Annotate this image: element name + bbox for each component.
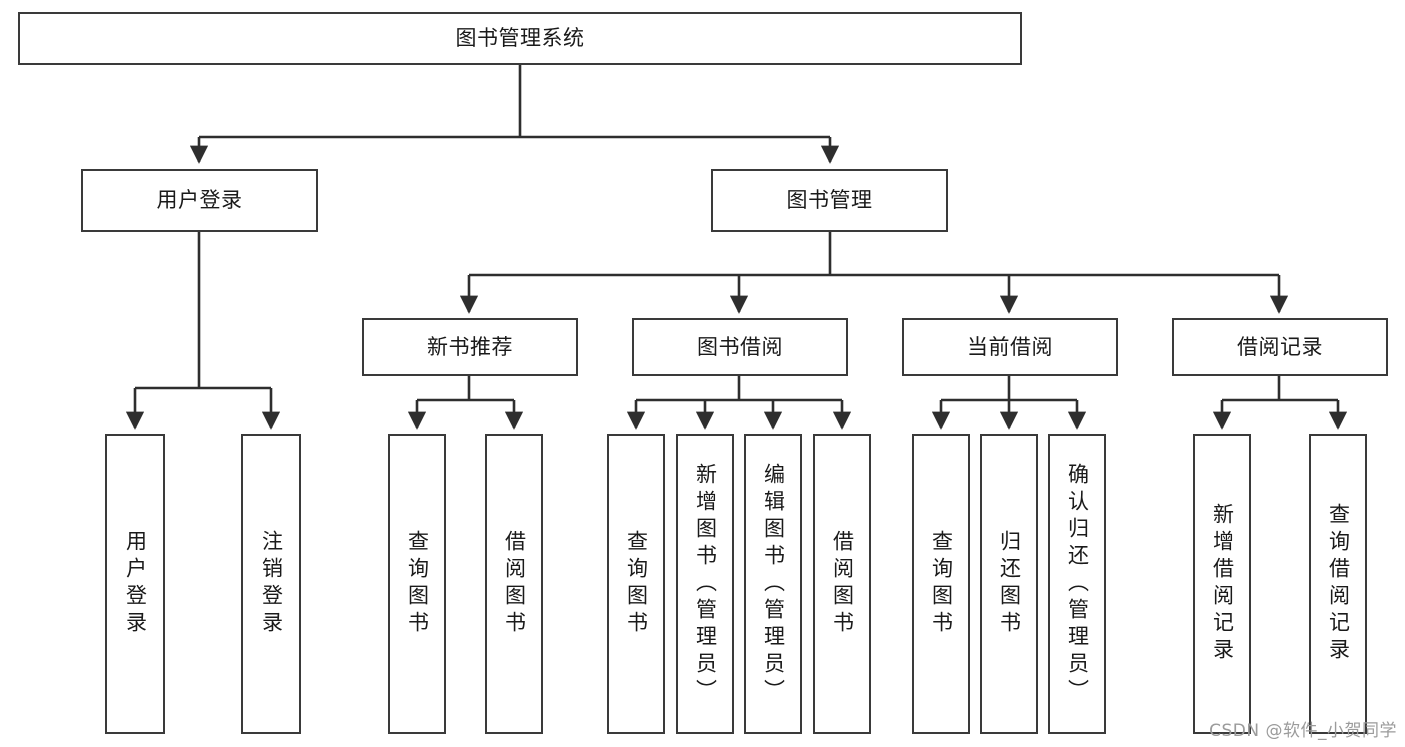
leaf-borrow-book[interactable]: 借阅图书 <box>813 434 871 734</box>
node-label: 图书借阅 <box>697 334 783 359</box>
node-current-borrowing[interactable]: 当前借阅 <box>902 318 1118 376</box>
node-label: 图书管理系统 <box>455 26 585 51</box>
leaf-query-borrow-record[interactable]: 查询借阅记录 <box>1309 434 1367 734</box>
leaf-add-borrow-record[interactable]: 新增借阅记录 <box>1193 434 1251 734</box>
node-label: 编辑图书（管理员） <box>761 462 786 706</box>
leaf-borrow-book-new[interactable]: 借阅图书 <box>485 434 543 734</box>
node-label: 注销登录 <box>259 530 284 638</box>
node-label: 查询图书 <box>405 530 430 638</box>
node-label: 当前借阅 <box>967 334 1053 359</box>
node-user-login[interactable]: 用户登录 <box>81 169 318 232</box>
leaf-query-book-current[interactable]: 查询图书 <box>912 434 970 734</box>
node-label: 查询图书 <box>624 530 649 638</box>
node-book-borrowing[interactable]: 图书借阅 <box>632 318 848 376</box>
leaf-add-book-admin[interactable]: 新增图书（管理员） <box>676 434 734 734</box>
node-label: 图书管理 <box>786 188 873 213</box>
leaf-logout[interactable]: 注销登录 <box>241 434 301 734</box>
node-label: 借阅图书 <box>830 530 855 638</box>
node-label: 借阅记录 <box>1237 334 1323 359</box>
node-label: 用户登录 <box>123 530 148 638</box>
node-book-management[interactable]: 图书管理 <box>711 169 948 232</box>
node-label: 确认归还（管理员） <box>1065 462 1090 706</box>
node-new-book-recommendation[interactable]: 新书推荐 <box>362 318 578 376</box>
node-label: 查询借阅记录 <box>1326 503 1351 665</box>
node-label: 查询图书 <box>929 530 954 638</box>
node-root-book-management-system[interactable]: 图书管理系统 <box>18 12 1022 65</box>
node-label: 借阅图书 <box>502 530 527 638</box>
node-label: 用户登录 <box>156 188 243 213</box>
leaf-edit-book-admin[interactable]: 编辑图书（管理员） <box>744 434 802 734</box>
node-borrowing-records[interactable]: 借阅记录 <box>1172 318 1388 376</box>
node-label: 新书推荐 <box>427 334 513 359</box>
watermark-text: CSDN @软件_小贺同学 <box>1209 721 1397 741</box>
node-label: 新增借阅记录 <box>1210 503 1235 665</box>
node-label: 归还图书 <box>997 530 1022 638</box>
leaf-user-login[interactable]: 用户登录 <box>105 434 165 734</box>
leaf-confirm-return-admin[interactable]: 确认归还（管理员） <box>1048 434 1106 734</box>
node-label: 新增图书（管理员） <box>693 462 718 706</box>
leaf-query-book-borrow[interactable]: 查询图书 <box>607 434 665 734</box>
leaf-return-book[interactable]: 归还图书 <box>980 434 1038 734</box>
leaf-query-book-new[interactable]: 查询图书 <box>388 434 446 734</box>
